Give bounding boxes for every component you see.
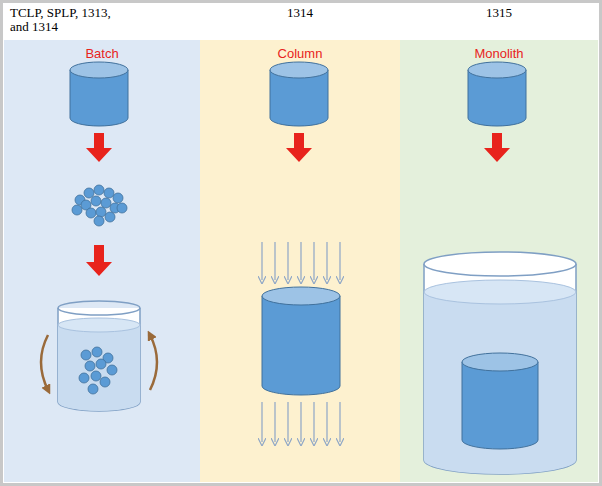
- cylinder: [468, 62, 526, 126]
- particles: [72, 185, 127, 226]
- method-band: TCLP, SPLP, 1313, and 1314Batch: [4, 0, 200, 482]
- cylinder: [270, 62, 328, 126]
- red-arrow: [86, 133, 112, 162]
- tank: [424, 252, 576, 474]
- column-cylinder: [262, 287, 340, 395]
- red-arrow: [484, 133, 510, 162]
- beaker: [41, 301, 157, 411]
- method-code: 1314: [200, 0, 400, 34]
- red-arrow: [86, 245, 112, 276]
- method-band: 1315Monolith: [400, 0, 598, 482]
- method-code: 1315: [400, 0, 598, 34]
- method-code: TCLP, SPLP, 1313, and 1314: [4, 0, 120, 34]
- method-label: Column: [200, 46, 400, 61]
- flow-arrows: [262, 242, 340, 442]
- method-label: Monolith: [400, 46, 598, 61]
- method-label: Batch: [4, 46, 200, 61]
- method-band: 1314Column: [200, 0, 400, 482]
- red-arrow: [286, 133, 312, 162]
- cylinder: [70, 62, 128, 126]
